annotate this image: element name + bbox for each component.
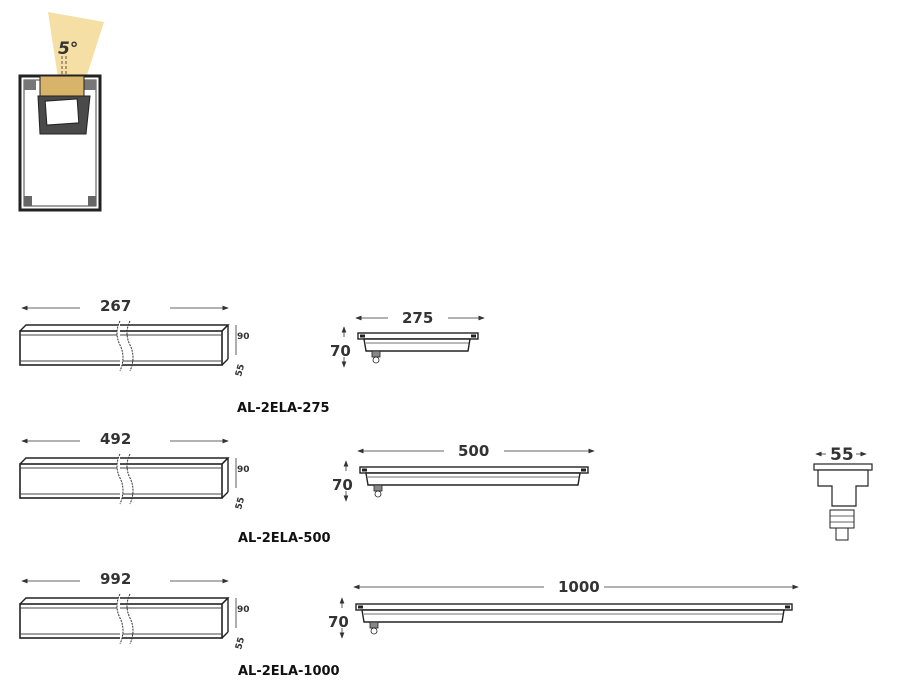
height-dim: 90 [237,465,250,475]
fixture-length: 500 [458,442,489,460]
fixture-height: 70 [328,613,349,631]
model-label: AL-2ELA-1000 [238,664,340,679]
fixture-height: 70 [330,342,351,360]
model-label: AL-2ELA-500 [238,531,331,546]
height-dim: 90 [237,332,250,342]
width-dim: 55 [234,363,247,378]
height-dim: 90 [237,605,250,615]
product-rows: 2679055AL-2ELA-275275704929055AL-2ELA-50… [19,297,799,679]
lens-top [39,75,85,97]
beam-angle-label: 5° [58,39,78,59]
end-view: 55 [813,445,873,541]
end-view-width: 55 [830,445,854,465]
width-dim: 55 [234,496,247,511]
fixture-length: 1000 [558,578,600,596]
extrusion-length: 992 [100,570,131,588]
profile-section: 5° [18,12,104,212]
width-dim: 55 [234,636,247,651]
fixture-height: 70 [332,476,353,494]
extrusion-length: 492 [100,430,131,448]
fixture-length: 275 [402,309,433,327]
model-label: AL-2ELA-275 [237,401,330,416]
extrusion-length: 267 [100,297,131,315]
